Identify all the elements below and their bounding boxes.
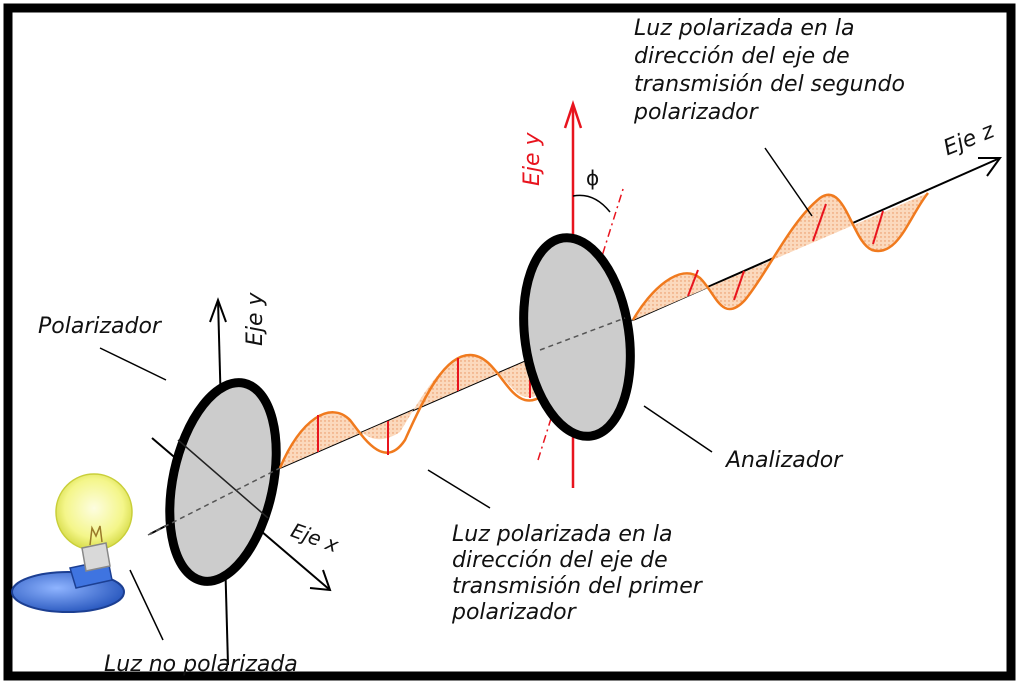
polarizer-disc	[165, 378, 281, 586]
mid-caption-line2: dirección del eje de	[452, 548, 668, 573]
mid-caption-line1: Luz polarizada en la	[452, 522, 673, 547]
wave-second-stroke-1	[687, 269, 699, 297]
wave-second	[631, 192, 929, 321]
main-axis-dashed-left	[147, 467, 281, 536]
analyzer-disc	[519, 233, 635, 441]
left-y-axis-arrowhead	[209, 297, 227, 323]
phi-arc	[572, 194, 611, 213]
wave-second-stroke-4	[872, 210, 884, 245]
red-eje-y-label: Eje y	[520, 132, 545, 186]
leader-polarizador	[99, 347, 167, 381]
red-y-axis-arrowhead	[563, 100, 583, 129]
analyzer-inner-line	[539, 317, 626, 351]
leader-analizador	[643, 405, 713, 453]
wave-second-stroke-3	[812, 203, 827, 242]
phi-label: ϕ	[586, 166, 600, 190]
mid-caption-line4: polarizador	[452, 600, 576, 625]
leader-luz-no-polarizada	[129, 569, 164, 641]
top-right-caption-line1: Luz polarizada en la	[634, 16, 855, 41]
analyzer-tilted-axis	[537, 185, 625, 461]
z-axis-arrowhead	[978, 157, 1002, 177]
top-right-caption-line4: polarizador	[634, 100, 758, 125]
left-eje-y-label: Eje y	[243, 292, 268, 346]
polarizador-label: Polarizador	[38, 314, 161, 339]
top-right-caption-line2: dirección del eje de	[634, 44, 850, 69]
mid-caption-line3: transmisión del primer	[452, 574, 702, 599]
light-bulb-icon	[11, 473, 133, 613]
frame-border	[3, 3, 1016, 681]
top-right-caption-line3: transmisión del segundo	[634, 72, 905, 97]
leader-top-right	[764, 147, 813, 217]
left-x-axis-arrowhead	[309, 569, 332, 592]
wave-second-stroke-2	[733, 270, 745, 301]
wave-first	[278, 341, 572, 469]
leader-mid	[427, 469, 491, 509]
polarizer-inner-line	[177, 439, 269, 519]
analizador-label: Analizador	[726, 448, 843, 473]
luz-no-polarizada-label: Luz no polarizada	[104, 652, 298, 677]
